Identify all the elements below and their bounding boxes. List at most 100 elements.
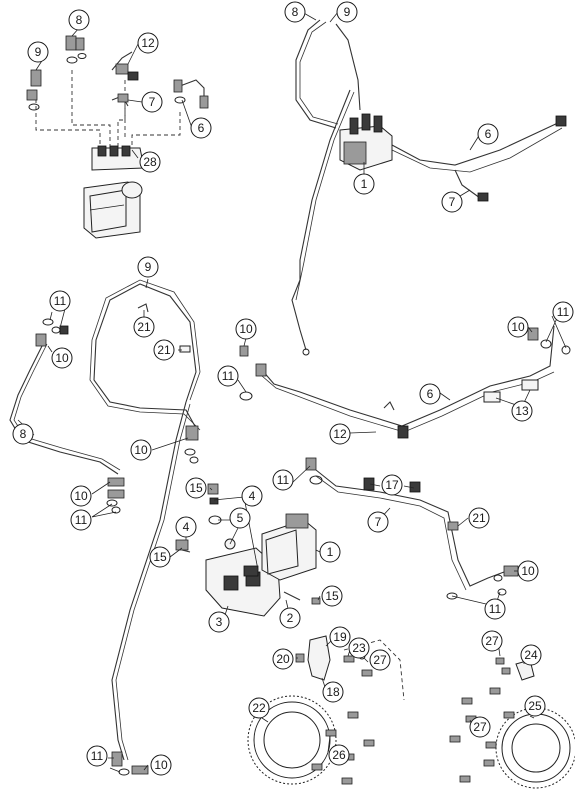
callout-27: 27 bbox=[369, 649, 391, 671]
callout-10: 10 bbox=[235, 318, 257, 340]
svg-text:10: 10 bbox=[521, 564, 535, 578]
abs-tone-ring-front bbox=[247, 695, 337, 785]
svg-text:3: 3 bbox=[216, 615, 223, 629]
svg-text:26: 26 bbox=[332, 748, 346, 762]
callout-11: 11 bbox=[70, 509, 92, 531]
banjo-fitting bbox=[75, 37, 85, 51]
callout-27: 27 bbox=[469, 716, 491, 738]
svg-text:27: 27 bbox=[373, 653, 387, 667]
callout-6: 6 bbox=[190, 117, 212, 139]
svg-text:1: 1 bbox=[361, 177, 368, 191]
svg-text:6: 6 bbox=[485, 127, 492, 141]
sealing-ring bbox=[174, 96, 186, 104]
callout-10: 10 bbox=[507, 316, 529, 338]
abs-mounted-assembly-top-right bbox=[291, 19, 567, 356]
brake-line-connector bbox=[127, 71, 139, 81]
svg-text:25: 25 bbox=[528, 699, 542, 713]
bolt bbox=[207, 483, 219, 495]
callout-11: 11 bbox=[217, 365, 239, 387]
callout-1: 1 bbox=[319, 541, 341, 563]
banjo-fitting bbox=[30, 69, 42, 87]
callout-13: 13 bbox=[511, 400, 533, 422]
svg-text:21: 21 bbox=[472, 511, 486, 525]
callout-21: 21 bbox=[153, 339, 175, 361]
callout-17: 17 bbox=[381, 474, 403, 496]
svg-text:15: 15 bbox=[325, 589, 339, 603]
brake-line-connector bbox=[115, 63, 129, 75]
callout-7: 7 bbox=[141, 91, 163, 113]
callout-7: 7 bbox=[367, 511, 389, 533]
svg-text:11: 11 bbox=[54, 294, 67, 308]
svg-text:4: 4 bbox=[183, 520, 190, 534]
callout-6: 6 bbox=[477, 123, 499, 145]
connector-13 bbox=[521, 379, 539, 391]
callout-12: 12 bbox=[329, 423, 351, 445]
callout-9: 9 bbox=[137, 256, 159, 278]
svg-text:6: 6 bbox=[198, 121, 205, 135]
callout-19: 19 bbox=[329, 626, 351, 648]
callout-22: 22 bbox=[248, 697, 270, 719]
callout-21: 21 bbox=[468, 507, 490, 529]
callout-7: 7 bbox=[441, 191, 463, 213]
svg-text:15: 15 bbox=[153, 550, 167, 564]
callout-11: 11 bbox=[484, 598, 506, 620]
svg-text:12: 12 bbox=[141, 36, 155, 50]
callout-18: 18 bbox=[322, 681, 344, 703]
wheel-speed-sensor bbox=[307, 635, 331, 681]
callout-10: 10 bbox=[517, 560, 539, 582]
callouts: 8 9 12 7 6 28 8 9 6 1 7 9 11 10 21 21 10… bbox=[12, 1, 574, 776]
svg-text:11: 11 bbox=[75, 513, 88, 527]
callout-12: 12 bbox=[137, 32, 159, 54]
svg-text:13: 13 bbox=[515, 404, 529, 418]
callout-4: 4 bbox=[175, 516, 197, 538]
svg-text:10: 10 bbox=[134, 443, 148, 457]
svg-text:8: 8 bbox=[292, 5, 299, 19]
brake-line-fitting bbox=[173, 79, 183, 93]
callout-15: 15 bbox=[185, 477, 207, 499]
callout-15: 15 bbox=[321, 585, 343, 607]
callout-23: 23 bbox=[348, 637, 370, 659]
callout-27: 27 bbox=[481, 630, 503, 652]
svg-text:11: 11 bbox=[489, 602, 502, 616]
brake-line-fitting bbox=[199, 95, 209, 109]
callout-20: 20 bbox=[272, 648, 294, 670]
sealing-ring bbox=[77, 53, 87, 59]
svg-text:8: 8 bbox=[76, 13, 83, 27]
svg-text:1: 1 bbox=[327, 545, 334, 559]
callout-25: 25 bbox=[524, 695, 546, 717]
svg-text:27: 27 bbox=[485, 634, 499, 648]
svg-text:17: 17 bbox=[385, 478, 399, 492]
abs-bracket-assembly bbox=[175, 483, 321, 617]
callout-8: 8 bbox=[12, 423, 34, 445]
svg-text:27: 27 bbox=[473, 720, 487, 734]
abs-port bbox=[109, 145, 119, 157]
abs-unit-exploded-top-left bbox=[26, 35, 209, 239]
svg-text:22: 22 bbox=[252, 701, 266, 715]
svg-text:23: 23 bbox=[352, 641, 366, 655]
callout-8: 8 bbox=[284, 1, 306, 23]
svg-text:10: 10 bbox=[511, 320, 525, 334]
brake-line-7 bbox=[305, 457, 519, 600]
svg-text:8: 8 bbox=[20, 427, 27, 441]
svg-text:11: 11 bbox=[277, 473, 290, 487]
svg-text:24: 24 bbox=[524, 648, 538, 662]
sealing-ring bbox=[28, 103, 40, 111]
svg-text:9: 9 bbox=[145, 260, 152, 274]
callout-6: 6 bbox=[419, 383, 441, 405]
abs-unit-face bbox=[89, 189, 127, 233]
svg-text:21: 21 bbox=[137, 320, 151, 334]
svg-text:21: 21 bbox=[157, 343, 171, 357]
svg-text:18: 18 bbox=[326, 685, 340, 699]
callout-11: 11 bbox=[49, 290, 71, 312]
callout-5: 5 bbox=[229, 507, 251, 529]
svg-text:5: 5 bbox=[237, 511, 244, 525]
callout-10: 10 bbox=[70, 485, 92, 507]
svg-text:7: 7 bbox=[449, 195, 456, 209]
svg-text:12: 12 bbox=[333, 427, 347, 441]
callout-9: 9 bbox=[27, 41, 49, 63]
callout-3: 3 bbox=[208, 611, 230, 633]
svg-text:10: 10 bbox=[154, 758, 168, 772]
callout-8: 8 bbox=[68, 9, 90, 31]
svg-text:11: 11 bbox=[557, 305, 570, 319]
svg-text:10: 10 bbox=[55, 351, 69, 365]
